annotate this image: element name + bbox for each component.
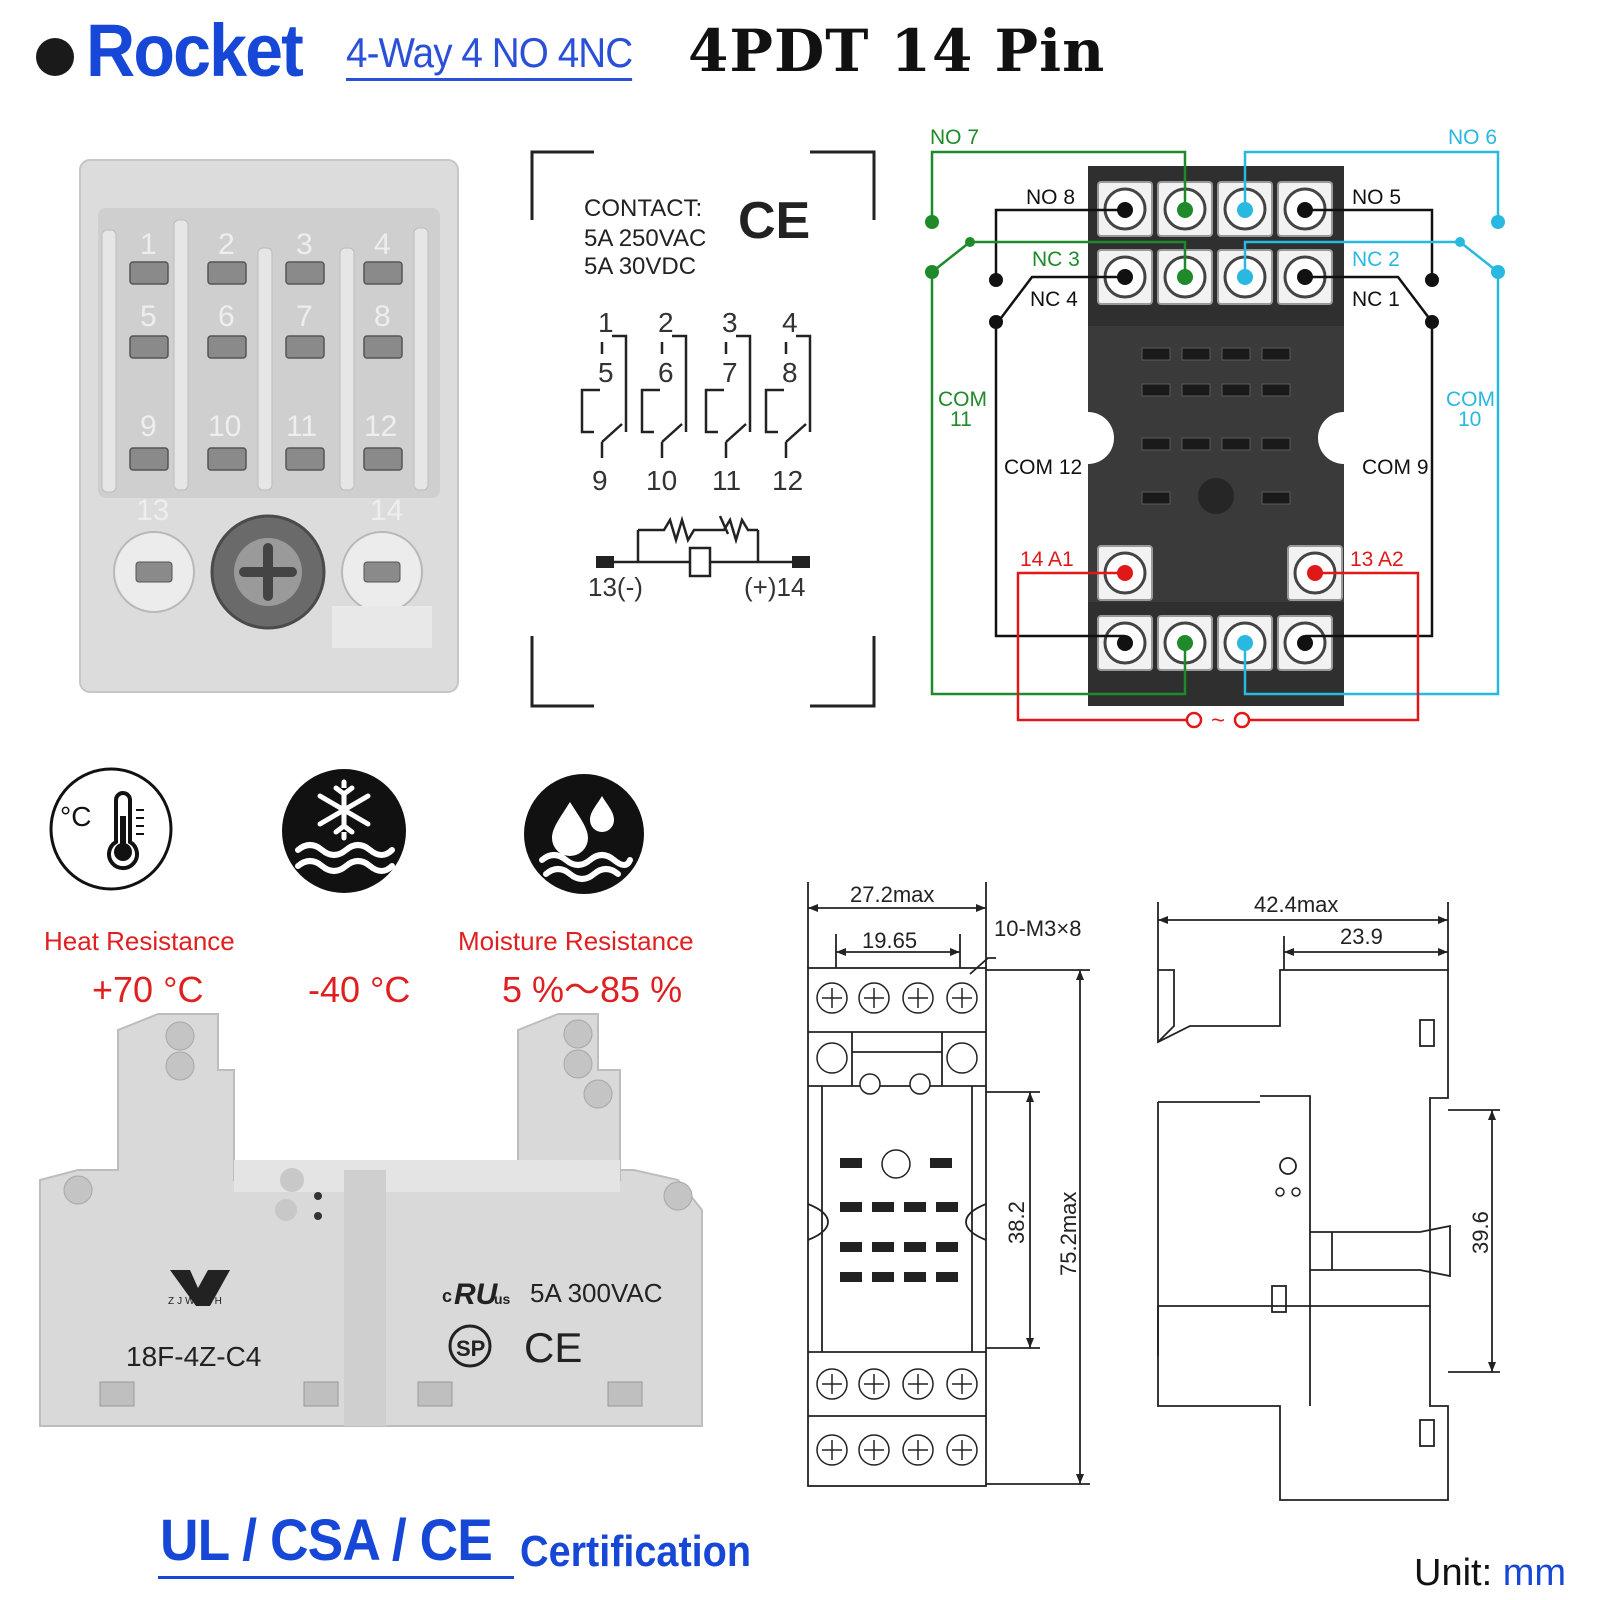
label-no6: NO 6 — [1448, 126, 1497, 149]
relay-pin-6: 6 — [218, 300, 235, 333]
label-a1: 14 A1 — [1020, 548, 1074, 571]
schematic-pin-4: 4 — [782, 307, 798, 338]
relay-pin-12: 12 — [364, 410, 397, 443]
schematic-pin-9: 9 — [592, 465, 608, 496]
front-width-max: 27.2max — [850, 882, 934, 907]
moisture-resistance-value: 5 %～85 % — [502, 969, 683, 1010]
contact-rating-dc: 5A 30VDC — [584, 253, 696, 280]
schematic-pin-1: 1 — [598, 307, 614, 338]
snowflake-icon — [282, 769, 406, 893]
schematic-pin-2: 2 — [658, 307, 674, 338]
pin-spec-title: 4PDT 14 Pin — [688, 17, 1106, 85]
ac-symbol: ~ — [1211, 707, 1225, 734]
side-height: 39.6 — [1468, 1211, 1493, 1254]
schematic-pin-12: 12 — [772, 465, 803, 496]
label-com10: COM — [1446, 388, 1495, 411]
ce-mark-icon: CE — [738, 192, 810, 250]
ul-us-mark: us — [494, 1291, 511, 1307]
schematic-pin-6: 6 — [658, 357, 674, 388]
label-com10-number: 10 — [1458, 408, 1481, 431]
label-nc4: NC 4 — [1030, 288, 1078, 311]
unit-note: Unit: mm — [1414, 1554, 1566, 1592]
socket-rating: 5A 300VAC — [530, 1278, 663, 1308]
relay-socket-illustration: ZJWZJH 18F-4Z-C4 c RU us 5A 300VAC SP CE — [39, 1013, 703, 1427]
label-com11-number: 11 — [950, 408, 972, 431]
relay-pin-3: 3 — [296, 228, 313, 261]
label-nc2: NC 2 — [1352, 248, 1400, 271]
relay-pin-9: 9 — [140, 410, 157, 443]
label-a2: 13 A2 — [1350, 548, 1404, 571]
unit-label: Unit: — [1414, 1552, 1493, 1594]
label-no8: NO 8 — [1026, 186, 1075, 209]
schematic-pin-8: 8 — [782, 357, 798, 388]
cold-resistance-value: -40 °C — [308, 969, 411, 1010]
svg-text:°C: °C — [60, 801, 91, 832]
csa-mark-icon — [448, 1324, 492, 1368]
label-com9: COM 9 — [1362, 456, 1429, 479]
contact-rating-ac: 5A 250VAC — [584, 225, 706, 252]
water-drops-icon — [524, 774, 644, 894]
relay-pin-11: 11 — [286, 410, 317, 443]
front-height-max: 75.2max — [1056, 1192, 1081, 1276]
side-dimension-drawing: 42.4max 23.9 39.6 — [1157, 892, 1500, 1501]
relay-pin-8: 8 — [374, 300, 391, 333]
schematic-pin-7: 7 — [722, 357, 738, 388]
front-height-mid: 38.2 — [1004, 1201, 1029, 1244]
front-inner-width: 19.65 — [862, 928, 917, 953]
ul-c-mark: c — [442, 1286, 452, 1306]
thermometer-icon: °C — [49, 767, 173, 891]
relay-pin-2: 2 — [218, 228, 235, 261]
relay-pin-4: 4 — [374, 228, 391, 261]
certification-label: Certification — [520, 1527, 752, 1576]
relay-pin-14: 14 — [370, 494, 403, 527]
schematic-pin-5: 5 — [598, 357, 614, 388]
heat-resistance-value: +70 °C — [92, 969, 204, 1010]
schematic-pin-3: 3 — [722, 307, 738, 338]
csa-mark-text: SP — [456, 1336, 485, 1361]
schematic-pin-10: 10 — [646, 465, 677, 496]
bullet-dot — [36, 38, 74, 76]
zjwzjh-logo-icon — [170, 1270, 230, 1306]
contact-title: CONTACT: — [584, 195, 702, 222]
label-nc3: NC 3 — [1032, 248, 1080, 271]
side-inner-width: 23.9 — [1340, 924, 1383, 949]
label-com12: COM 12 — [1004, 456, 1082, 479]
relay-pin-1: 1 — [140, 228, 157, 261]
coil-negative-label: 13(-) — [588, 572, 643, 602]
socket-ce-mark: CE — [524, 1324, 582, 1371]
contact-config-subtitle: 4-Way 4 NO 4NC — [346, 32, 633, 81]
schematic-pin-11: 11 — [712, 465, 741, 496]
certification-marks: UL / CSA / CE — [160, 1508, 493, 1573]
label-no5: NO 5 — [1352, 186, 1401, 209]
label-nc1: NC 1 — [1352, 288, 1400, 311]
coil-positive-label: (+)14 — [744, 572, 805, 602]
relay-pin-7: 7 — [296, 300, 313, 333]
front-dimension-drawing: 27.2max 19.65 10-M3×8 38.2 75.2max — [807, 882, 1090, 1487]
socket-brand: ZJWZJH — [168, 1296, 225, 1307]
screw-spec: 10-M3×8 — [994, 916, 1081, 941]
relay-module-illustration: 1 2 3 4 5 6 7 8 9 10 11 12 13 14 — [79, 159, 459, 693]
certification-underline — [158, 1576, 514, 1579]
relay-pin-13: 13 — [136, 494, 169, 527]
heat-resistance-label: Heat Resistance — [44, 926, 235, 956]
relay-schematic-panel: CONTACT: 5A 250VAC 5A 30VDC CE 1 2 3 4 5… — [530, 150, 876, 708]
label-no7: NO 7 — [930, 126, 979, 149]
side-width-max: 42.4max — [1254, 892, 1338, 917]
relay-pin-5: 5 — [140, 300, 157, 333]
socket-wiring-diagram: ~ NO 7 NO 6 NO 8 NO 5 NC 3 NC 2 NC 4 NC … — [925, 126, 1505, 734]
moisture-resistance-label: Moisture Resistance — [458, 926, 694, 956]
unit-value: mm — [1502, 1552, 1567, 1594]
ul-mark-icon: RU — [454, 1278, 499, 1311]
socket-model: 18F-4Z-C4 — [126, 1341, 261, 1372]
relay-pin-10: 10 — [208, 410, 241, 443]
brand-title: Rocket — [86, 9, 304, 92]
label-com11: COM — [938, 388, 987, 411]
